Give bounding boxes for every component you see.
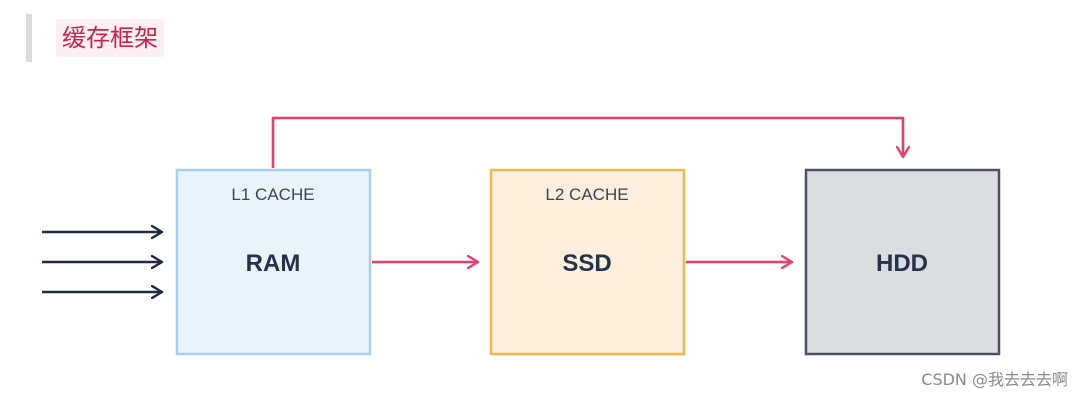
ssd-box-frame: [489, 168, 686, 356]
ram-box: L1 CACHE RAM: [175, 168, 372, 356]
hdd-box: HDD: [804, 168, 1001, 356]
ram-tier-label: L1 CACHE: [231, 185, 314, 204]
ssd-name-label: SSD: [562, 250, 611, 277]
ssd-tier-label: L2 CACHE: [545, 185, 628, 204]
section-heading: 缓存框架: [26, 14, 164, 62]
ram-name-label: RAM: [246, 250, 301, 277]
ram-box-frame: [175, 168, 372, 356]
hdd-box-frame: [804, 168, 1001, 356]
hdd-name-label: HDD: [876, 250, 928, 277]
ram-to-hdd-bypass-arrow: [271, 116, 903, 168]
ssd-box: L2 CACHE SSD: [489, 168, 686, 356]
watermark: CSDN @我去去去啊: [921, 370, 1068, 389]
heading-title: 缓存框架: [56, 19, 164, 57]
heading-accent-bar: [26, 14, 32, 62]
